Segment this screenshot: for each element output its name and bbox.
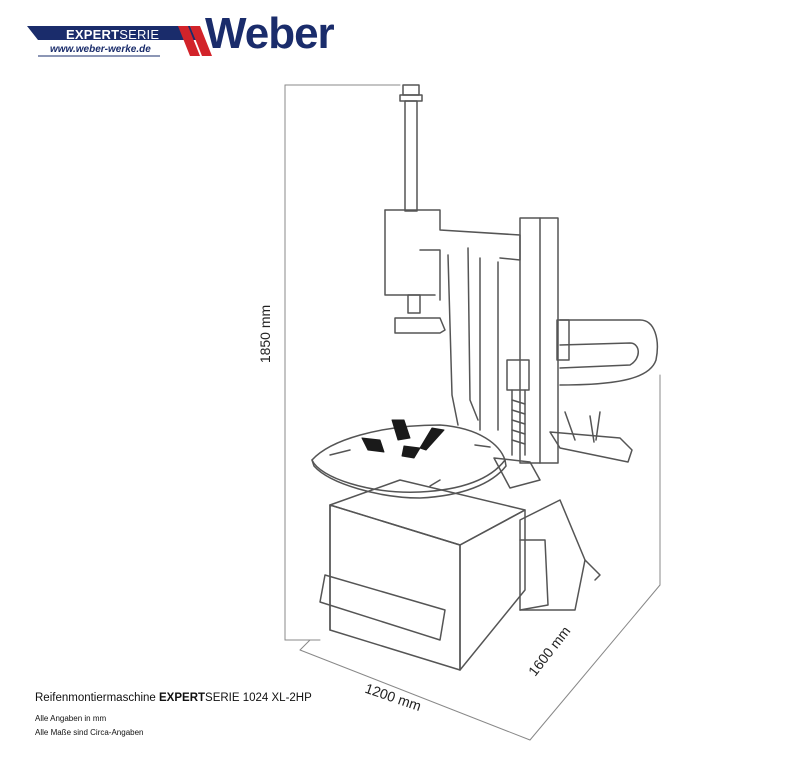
machine-cabinet bbox=[319, 479, 526, 671]
logo-series-name: EXPERTSERIE bbox=[66, 27, 160, 42]
logo-graphic bbox=[27, 26, 212, 57]
tool-tray bbox=[549, 411, 633, 463]
note-approximate: Alle Maße sind Circa-Angaben bbox=[35, 728, 144, 737]
bead-breaker bbox=[519, 499, 601, 611]
note-units: Alle Angaben in mm bbox=[35, 714, 107, 723]
turntable bbox=[311, 424, 507, 499]
weber-logo: EXPERTSERIE www.weber-werke.de Weber bbox=[0, 0, 360, 70]
assist-arm bbox=[556, 319, 659, 386]
helper-post bbox=[493, 217, 559, 489]
product-caption: Reifenmontiermaschine EXPERTSERIE 1024 X… bbox=[35, 692, 312, 704]
mounting-column bbox=[394, 84, 446, 334]
logo-url: www.weber-werke.de bbox=[50, 44, 151, 55]
machine-tower bbox=[384, 209, 521, 431]
dimension-lines bbox=[284, 84, 661, 741]
turntable-clamps bbox=[361, 419, 445, 459]
logo-brand-name: Weber bbox=[205, 9, 335, 58]
dimension-height-label: 1850 mm bbox=[257, 304, 274, 364]
